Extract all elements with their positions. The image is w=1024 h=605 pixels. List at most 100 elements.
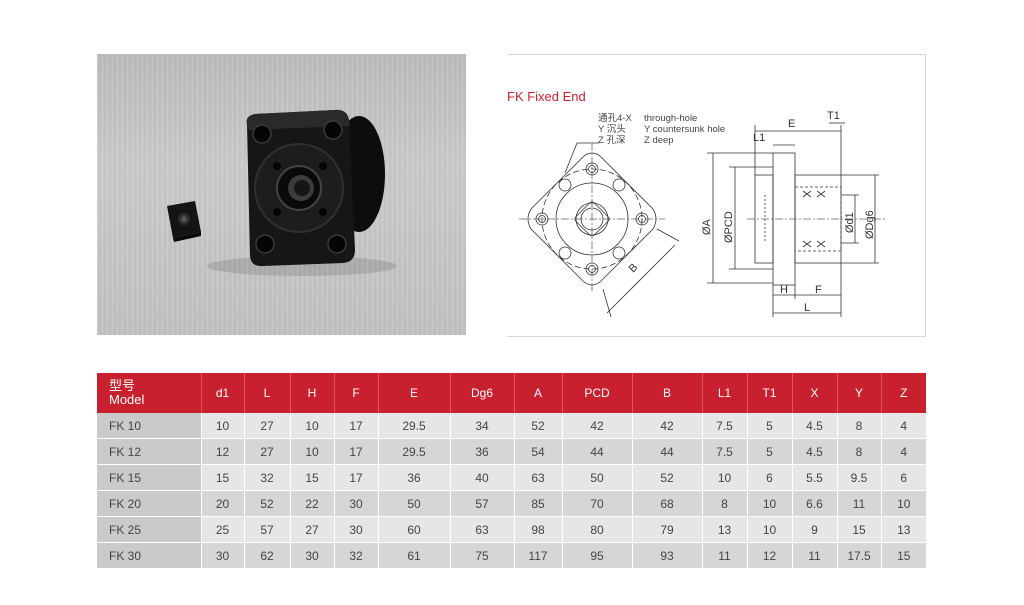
table-cell: 52 [514, 413, 563, 439]
table-cell: 50 [562, 464, 633, 491]
col-b: B [632, 373, 703, 413]
drawing-title: FK Fixed End [507, 89, 586, 104]
model-cell: FK 10 [97, 413, 202, 439]
dim-e-label: E [788, 118, 795, 130]
table-cell: 63 [450, 516, 515, 543]
col-l: L [244, 373, 291, 413]
model-header-en: Model [109, 392, 145, 407]
table-cell: 6.6 [792, 490, 838, 517]
table-cell: 93 [632, 542, 703, 569]
legend-cn-2: Y 沉头 [598, 124, 626, 135]
table-cell: 60 [378, 516, 451, 543]
col-x: X [792, 373, 838, 413]
table-cell: 10 [702, 464, 748, 491]
table-cell: 34 [450, 413, 515, 439]
table-cell: 10 [747, 490, 793, 517]
table-cell: 79 [632, 516, 703, 543]
table-cell: 13 [702, 516, 748, 543]
table-cell: 6 [747, 464, 793, 491]
table-cell: 8 [837, 438, 882, 465]
table-cell: 61 [378, 542, 451, 569]
table-cell: 30 [334, 490, 379, 517]
legend-en-1: through-hole [644, 113, 698, 124]
product-photo [97, 54, 466, 335]
table-cell: 4.5 [792, 413, 838, 439]
table-cell: 8 [837, 413, 882, 439]
side-view [707, 122, 887, 317]
front-view [519, 143, 680, 318]
table-cell: 98 [514, 516, 563, 543]
table-cell: 32 [244, 464, 291, 491]
table-cell: 9 [792, 516, 838, 543]
table-cell: 5 [747, 413, 793, 439]
col-l1: L1 [702, 373, 748, 413]
model-cell: FK 12 [97, 438, 202, 465]
table-cell: 50 [378, 490, 451, 517]
table-cell: 42 [632, 413, 703, 439]
table-cell: 17 [334, 413, 379, 439]
model-cell: FK 25 [97, 516, 202, 543]
legend-cn-1: 通孔4-X [598, 113, 632, 124]
col-a: A [514, 373, 563, 413]
table-cell: 5 [747, 438, 793, 465]
dim-b-label: B [627, 261, 641, 275]
table-cell: 27 [244, 438, 291, 465]
table-cell: 12 [747, 542, 793, 569]
table-cell: 44 [632, 438, 703, 465]
table-cell: 17.5 [837, 542, 882, 569]
dim-pcd-label: ØPCD [723, 211, 735, 243]
table-cell: 15 [881, 542, 926, 569]
table-cell: 7.5 [702, 438, 748, 465]
col-t1: T1 [747, 373, 793, 413]
table-cell: 20 [201, 490, 245, 517]
model-header-cn: 型号 [109, 378, 136, 393]
dim-l1-label: L1 [753, 132, 765, 144]
legend-cn: 通孔4-X Y 沉头 Z 孔深 [598, 113, 632, 146]
table-cell: 36 [450, 438, 515, 465]
model-cell: FK 20 [97, 490, 202, 517]
table-cell: 27 [244, 413, 291, 439]
legend-en-3: Z deep [644, 135, 674, 146]
table-cell: 15 [837, 516, 882, 543]
table-cell: 62 [244, 542, 291, 569]
table-cell: 4 [881, 438, 926, 465]
table-cell: 10 [881, 490, 926, 517]
col-e: E [378, 373, 451, 413]
col-f: F [334, 373, 379, 413]
table-cell: 5.5 [792, 464, 838, 491]
table-cell: 4.5 [792, 438, 838, 465]
dim-l-label: L [804, 302, 810, 314]
table-cell: 95 [562, 542, 633, 569]
table-cell: 63 [514, 464, 563, 491]
table-cell: 4 [881, 413, 926, 439]
table-cell: 80 [562, 516, 633, 543]
table-cell: 11 [702, 542, 748, 569]
col-z: Z [881, 373, 926, 413]
table-cell: 40 [450, 464, 515, 491]
table-cell: 30 [334, 516, 379, 543]
table-cell: 42 [562, 413, 633, 439]
locknut-image [167, 201, 201, 242]
table-cell: 11 [837, 490, 882, 517]
table-cell: 44 [562, 438, 633, 465]
legend-en-2: Y countersunk hole [644, 124, 726, 135]
col-d1: d1 [201, 373, 245, 413]
legend-en: through-hole Y countersunk hole Z deep [644, 113, 725, 146]
table-cell: 52 [244, 490, 291, 517]
spec-table-header: 型号 Model d1 L H F E Dg6 A PCD B L1 T1 X … [97, 373, 926, 413]
table-cell: 17 [334, 464, 379, 491]
table-cell: 27 [290, 516, 335, 543]
table-cell: 22 [290, 490, 335, 517]
table-cell: 7.5 [702, 413, 748, 439]
dim-f-label: F [815, 284, 822, 296]
dim-d1-label: Ød1 [844, 212, 856, 233]
table-cell: 10 [290, 438, 335, 465]
model-cell: FK 15 [97, 464, 202, 491]
table-cell: 10 [290, 413, 335, 439]
